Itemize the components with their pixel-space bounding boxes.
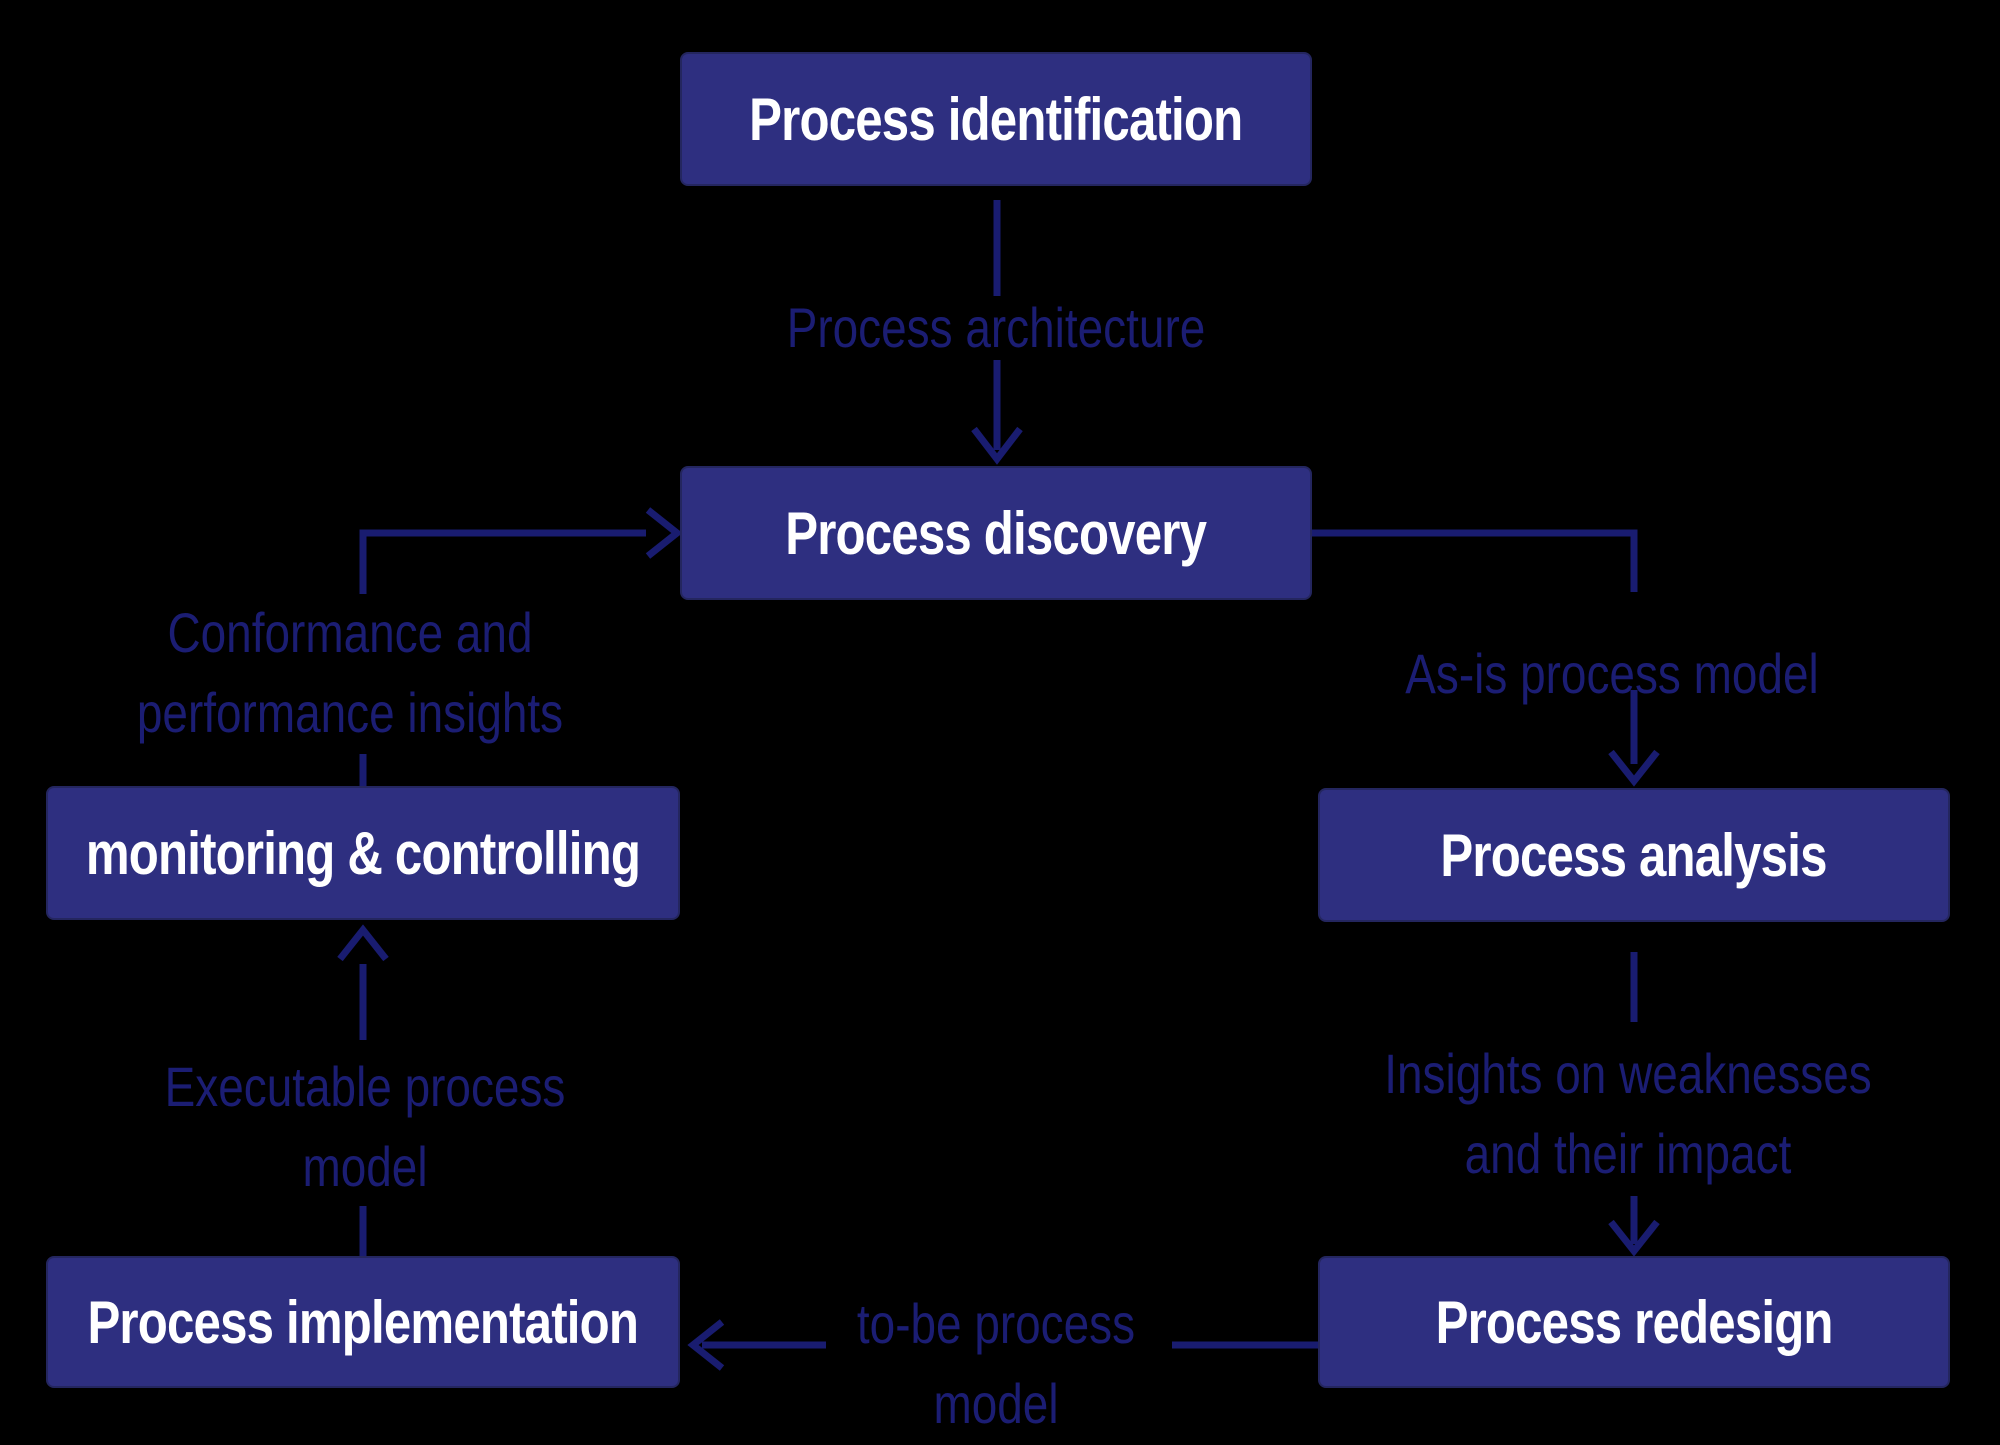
arrowhead-down-into-analysis [1608, 749, 1660, 787]
label-insights-line2: and their impact [1464, 1122, 1792, 1185]
label-executable-process-model: Executable process model [165, 1047, 566, 1207]
box-monitoring-and-controlling-label: monitoring & controlling [85, 819, 641, 887]
label-to-be-line2: model [933, 1372, 1059, 1435]
label-executable-line1: Executable process [164, 1055, 566, 1118]
label-conformance-line2: performance insights [136, 681, 564, 744]
box-monitoring-and-controlling: monitoring & controlling [46, 786, 680, 920]
box-process-identification: Process identification [680, 52, 1312, 186]
arrow-discovery-to-analysis-elbow [1312, 529, 1638, 592]
label-process-architecture: Process architecture [787, 296, 1206, 360]
box-process-redesign-label: Process redesign [1435, 1288, 1833, 1356]
label-to-be-process-model: to-be process model [857, 1284, 1135, 1444]
box-process-implementation-label: Process implementation [87, 1288, 639, 1356]
box-process-analysis-label: Process analysis [1440, 821, 1828, 889]
box-process-discovery: Process discovery [680, 466, 1312, 600]
label-executable-line2: model [302, 1135, 428, 1198]
arrowhead-left-into-implementation [687, 1319, 725, 1371]
label-as-is-process-model-line1: As-is process model [1405, 642, 1819, 705]
arrowhead-up-into-monitoring [337, 924, 389, 962]
arrowhead-down-into-discovery [971, 426, 1023, 465]
box-process-identification-label: Process identification [749, 85, 1243, 153]
arrow-monitoring-to-discovery-elbow [359, 529, 646, 594]
label-insights-on-weaknesses: Insights on weaknesses and their impact [1384, 1034, 1872, 1194]
label-conformance-line1: Conformance and [167, 601, 533, 664]
label-process-architecture-line1: Process architecture [786, 296, 1206, 359]
box-process-implementation: Process implementation [46, 1256, 680, 1388]
label-as-is-process-model: As-is process model [1405, 642, 1818, 706]
label-to-be-line1: to-be process [856, 1292, 1136, 1355]
label-insights-line1: Insights on weaknesses [1384, 1042, 1872, 1105]
box-process-analysis: Process analysis [1318, 788, 1950, 922]
arrowhead-right-into-discovery [645, 507, 683, 559]
label-conformance-performance-insights: Conformance and performance insights [137, 593, 563, 753]
arrowhead-down-into-redesign [1608, 1219, 1660, 1257]
box-process-redesign: Process redesign [1318, 1256, 1950, 1388]
box-process-discovery-label: Process discovery [785, 499, 1208, 567]
